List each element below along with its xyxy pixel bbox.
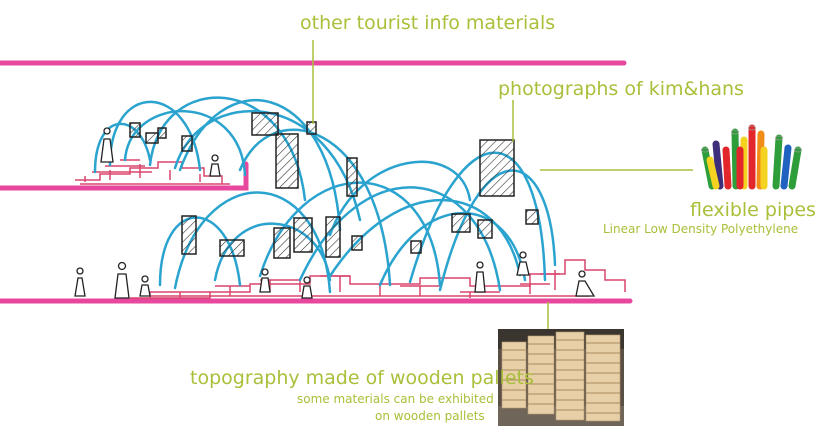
person-figure — [74, 267, 86, 297]
hanging-frame — [410, 240, 422, 254]
hanging-frame — [219, 239, 245, 257]
person-figure — [474, 261, 486, 293]
hanging-frame — [251, 112, 279, 136]
hanging-frame — [477, 219, 493, 239]
hanging-frame — [145, 132, 159, 144]
person-figure — [259, 268, 271, 293]
hanging-frame — [293, 217, 313, 253]
hanging-frame — [525, 209, 539, 225]
label-topography: topography made of wooden pallets — [190, 367, 534, 389]
pipes-photo — [694, 124, 802, 190]
person-figure — [516, 251, 530, 276]
hanging-frame — [451, 213, 471, 233]
hanging-frame — [181, 135, 193, 152]
pallets-upper — [75, 159, 230, 185]
hanging-frame — [479, 139, 515, 197]
person-figure — [209, 154, 221, 177]
pallets-photo — [498, 329, 624, 426]
hanging-frame — [346, 157, 358, 197]
label-exhibit-line2: on wooden pallets — [375, 409, 485, 423]
pipe-arch — [178, 99, 342, 232]
hanging-frame — [181, 215, 197, 255]
leader-lines — [312, 40, 693, 330]
hanging-frame — [157, 127, 167, 139]
label-flexible-pipes: flexible pipes — [690, 199, 816, 221]
people — [74, 127, 596, 299]
hanging-frame — [351, 235, 363, 251]
person-figure — [301, 276, 313, 299]
hanging-frame — [129, 122, 141, 138]
label-pipe-material: Linear Low Density Polyethylene — [603, 222, 799, 236]
label-photographs: photographs of kim&hans — [498, 78, 744, 100]
person-figure — [575, 270, 596, 297]
hanging-frame — [306, 121, 317, 135]
person-figure — [114, 261, 130, 299]
hanging-frame — [275, 133, 299, 189]
hanging-frame — [273, 227, 291, 259]
pipe-arch — [328, 160, 472, 237]
pallets-lower — [130, 259, 626, 299]
hanging-frames — [129, 112, 539, 259]
person-figure — [139, 275, 151, 297]
pipe-arch — [238, 128, 392, 287]
label-other-tourist-info: other tourist info materials — [300, 12, 556, 34]
hanging-frame — [325, 216, 341, 258]
pipe-arch — [123, 109, 247, 177]
person-figure — [100, 127, 114, 163]
label-exhibit-line1: some materials can be exhibited — [297, 392, 494, 406]
